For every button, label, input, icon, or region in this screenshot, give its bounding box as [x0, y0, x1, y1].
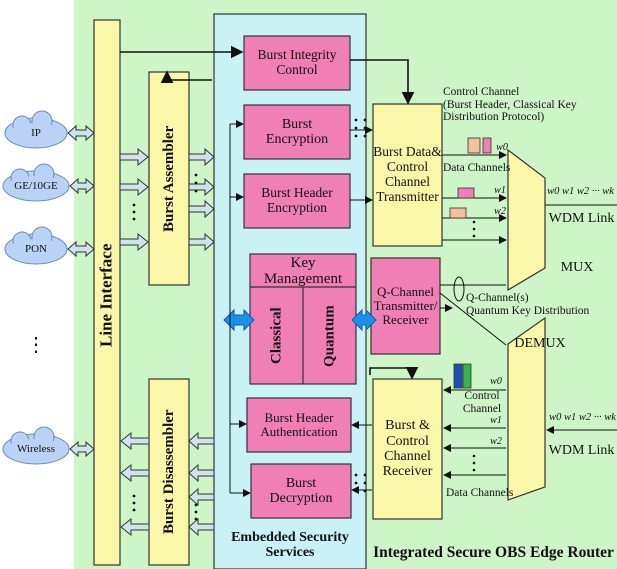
- data-channels-tx-label: Data Channels: [443, 161, 511, 174]
- burst-integrity-control-label: Burst Integrity Control: [244, 36, 350, 90]
- key-management-arrows: [223, 308, 377, 332]
- wdm-link-bottom-label: WDM Link: [548, 443, 615, 459]
- q-channel-line: [439, 276, 507, 346]
- tx-w2-label: w2: [494, 205, 506, 217]
- rx-w1-label: w1: [490, 414, 502, 426]
- burst-encryption-label: Burst Encryption: [244, 105, 350, 159]
- control-channel-rx-label: Control Channel: [462, 390, 502, 415]
- receiver-line-2: Control: [386, 433, 429, 449]
- header-auth-line-1: Burst Header: [264, 409, 334, 425]
- rx-w2-label: w2: [490, 435, 502, 447]
- line-interface-box: [93, 19, 121, 566]
- encryption-line-1: Burst: [281, 116, 313, 132]
- receiver-line-4: Receiver: [382, 464, 433, 480]
- demux-label: DEMUX: [514, 336, 566, 352]
- tx-w1-label: w1: [494, 184, 506, 196]
- control-note-line-1: Control Channel: [443, 86, 520, 99]
- assembler-output-arrows: [188, 147, 215, 252]
- header-auth-line-2: Authentication: [260, 424, 338, 439]
- integrity-line-1: Burst Integrity: [257, 47, 337, 63]
- security-title-line-2: Services: [265, 545, 315, 560]
- qchannel-line-2: Transmitter/: [373, 297, 438, 313]
- transmitter-line-2: Control: [386, 159, 429, 175]
- control-bursts-rx: [453, 363, 472, 389]
- transmitter-line-1: Burst Data&: [373, 144, 442, 160]
- burst-header-authentication-label: Burst Header Authentication: [247, 398, 351, 452]
- wdm-wavelengths-top: w0 w1 w2 ··· wk: [547, 186, 614, 198]
- disassembler-input-arrows: [188, 431, 215, 537]
- demux-shape: [507, 316, 546, 501]
- qchannel-note: Q-Channel(s) Quantum Key Distribution: [466, 288, 616, 322]
- receiver-line-3: Channel: [384, 449, 431, 464]
- burst-decryption-box: [250, 463, 352, 519]
- cloud-ge: [2, 163, 70, 202]
- rx-w0-label: w0: [490, 375, 502, 387]
- classical-label: Classical: [268, 307, 285, 365]
- qchannel-note-line-1: Q-Channel(s): [466, 292, 529, 305]
- mux-label: MUX: [560, 260, 594, 276]
- network-ip-label: IP: [31, 126, 41, 139]
- cloud-pon: [4, 226, 68, 265]
- flow-lines: [120, 45, 419, 380]
- burst-header-authentication-box: [246, 397, 352, 453]
- transmitter-line-4: Transmitter: [376, 188, 439, 204]
- burst-assembler-label: Burst Assembler: [160, 125, 177, 232]
- decryption-line-1: Burst: [285, 475, 317, 491]
- burst-encryption-box: [243, 104, 351, 160]
- cloud-ip: [4, 110, 68, 149]
- transmitter-line-3: Channel: [385, 174, 430, 189]
- receiver-box: [372, 378, 443, 520]
- disassembler-output-arrows: [120, 431, 150, 537]
- security-title-line-1: Embedded Security: [231, 529, 349, 545]
- assembler-input-arrows: [119, 147, 149, 252]
- wdm-link-top-label: WDM Link: [548, 211, 615, 227]
- decryption-line-2: Decryption: [269, 491, 333, 506]
- network-ge-label: GE/10GE: [14, 179, 58, 192]
- receiver-line-1: Burst &: [385, 418, 430, 434]
- dotted-connectors: [132, 118, 476, 521]
- line-interface-label: Line Interface: [96, 243, 116, 347]
- quantum-label: Quantum: [321, 305, 338, 367]
- network-pon-label: PON: [24, 242, 47, 255]
- transmitter-label: Burst Data& Control Channel Transmitter: [373, 104, 442, 246]
- tx-w0-label: w0: [496, 141, 508, 153]
- router-title: Integrated Secure OBS Edge Router: [373, 544, 614, 562]
- data-bursts-tx: [449, 187, 475, 219]
- burst-assembler-box: [148, 71, 190, 286]
- data-channels-rx-label: Data Channels: [446, 486, 514, 499]
- encryption-line-2: Encryption: [265, 132, 329, 147]
- qchannel-line-1: Q-Channel: [376, 283, 435, 299]
- burst-decryption-label: Burst Decryption: [251, 464, 351, 518]
- cloud-link-arrows: [67, 124, 95, 458]
- network-more-label: ⋮: [26, 334, 46, 356]
- burst-disassembler-label: Burst Disassembler: [160, 409, 177, 535]
- cloud-wireless: [2, 426, 70, 465]
- key-management-label: Key Management: [263, 254, 343, 288]
- qchannel-note-line-2: Quantum Key Distribution: [466, 305, 590, 317]
- control-note-line-2: (Burst Header, Classical Key: [443, 98, 577, 111]
- burst-header-encryption-box: [243, 173, 351, 229]
- wdm-wavelengths-bottom: w0 w1 w2 ··· wk: [549, 412, 616, 424]
- control-channel-note: Control Channel (Burst Header, Classical…: [443, 76, 603, 134]
- burst-disassembler-box: [148, 378, 190, 566]
- control-bursts-tx: [467, 137, 492, 154]
- header-encryption-line-2: Encryption: [267, 200, 327, 215]
- network-wireless-label: Wireless: [16, 442, 56, 455]
- rx-channel-lines: [443, 386, 617, 479]
- security-services-title: Embedded Security Services: [214, 522, 366, 568]
- burst-integrity-control-box: [243, 35, 351, 91]
- burst-header-encryption-label: Burst Header Encryption: [244, 174, 350, 228]
- receiver-label: Burst & Control Channel Receiver: [373, 379, 442, 519]
- mux-shape: [507, 148, 546, 292]
- control-note-line-3: Distribution Protocol): [443, 111, 545, 124]
- qchannel-box: [370, 257, 441, 355]
- header-encryption-line-1: Burst Header: [261, 185, 333, 201]
- integrity-line-2: Control: [276, 62, 318, 77]
- security-internal-lines: [229, 120, 453, 497]
- qchannel-label: Q-Channel Transmitter/ Receiver: [371, 258, 440, 354]
- qchannel-line-3: Receiver: [382, 312, 429, 328]
